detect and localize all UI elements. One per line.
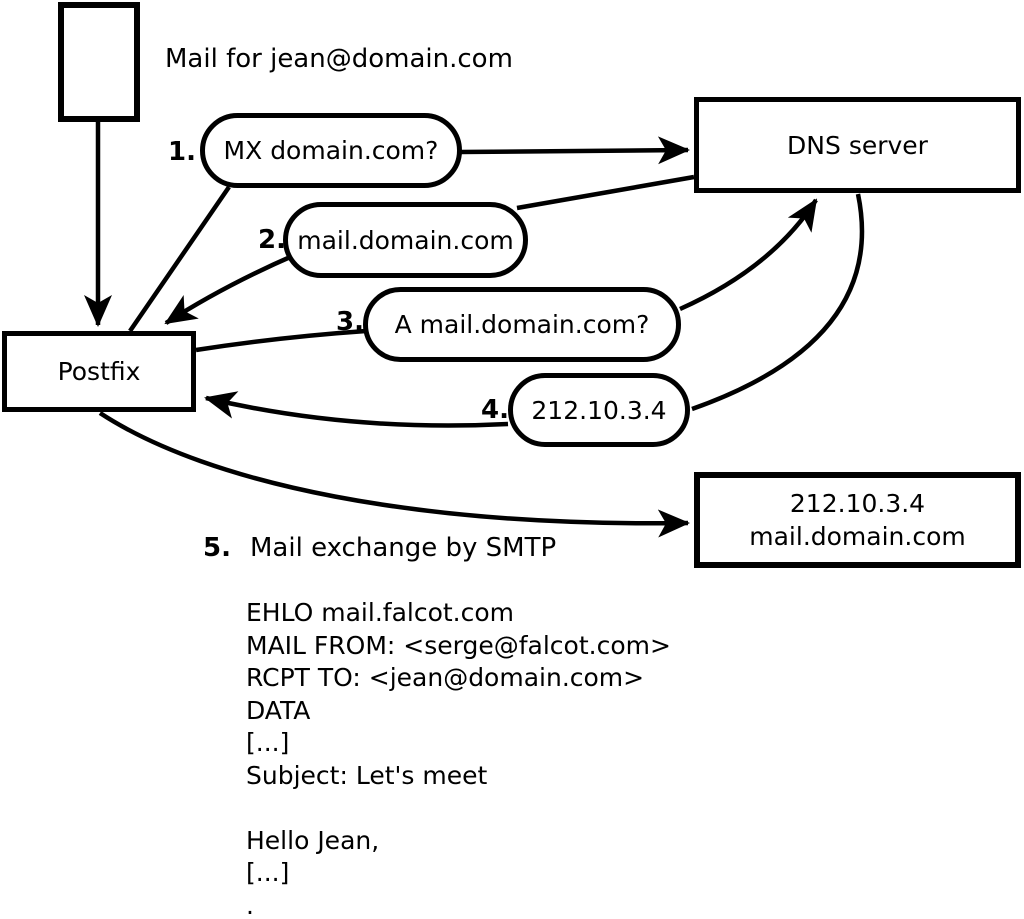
smtp-line-ellipsis-2: [...] <box>246 858 290 887</box>
step-2-number: 2. <box>258 225 286 255</box>
smtp-line-greeting: Hello Jean, <box>246 825 380 855</box>
mail-server-ip-label: 212.10.3.4 <box>789 489 926 518</box>
step-3-query-a-label: A mail.domain.com? <box>394 310 650 339</box>
smtp-line-data: DATA <box>246 695 311 725</box>
smtp-line-subject: Subject: Let's meet <box>246 760 488 790</box>
postfix-node-label: Postfix <box>57 357 141 386</box>
step-4-answer-a-pill: 212.10.3.4 <box>508 373 690 447</box>
dns-server-node: DNS server <box>694 97 1021 193</box>
smtp-line-ellipsis-1: [...] <box>246 728 290 757</box>
step-1-number: 1. <box>168 137 196 167</box>
mail-server-hostname-label: mail.domain.com <box>749 522 966 551</box>
smtp-line-blank <box>246 792 671 825</box>
line-dns-to-answer-mx <box>516 174 695 211</box>
step-2-answer-mx-label: mail.domain.com <box>297 225 514 255</box>
step-2-answer-mx-pill: mail.domain.com <box>283 202 528 278</box>
smtp-session-transcript: EHLO mail.falcot.com MAIL FROM: <serge@f… <box>246 597 671 919</box>
mail-server-node: 212.10.3.4 mail.domain.com <box>694 472 1021 568</box>
postfix-node: Postfix <box>2 331 196 412</box>
arrow-query-mx-to-dns <box>459 136 690 165</box>
step-5-number: 5. <box>203 533 231 563</box>
arrow-answer-mx-to-postfix <box>164 251 298 325</box>
line-postfix-to-query-a <box>195 328 367 353</box>
mail-message-icon <box>58 2 140 122</box>
step-3-query-a-pill: A mail.domain.com? <box>363 287 681 362</box>
dns-server-node-label: DNS server <box>787 130 928 160</box>
line-postfix-to-query-mx <box>128 185 231 333</box>
arrow-postfix-to-mailserver <box>98 411 690 538</box>
mail-for-label: Mail for jean@domain.com <box>165 44 513 74</box>
step-1-query-mx-label: MX domain.com? <box>223 136 439 165</box>
step-1-query-mx-pill: MX domain.com? <box>200 113 462 188</box>
step-3-number: 3. <box>336 307 364 337</box>
step-4-number: 4. <box>481 395 509 425</box>
step-4-answer-a-label: 212.10.3.4 <box>531 395 667 425</box>
arrow-answer-a-to-postfix <box>204 391 509 428</box>
smtp-line-mail-from: MAIL FROM: <serge@falcot.com> <box>246 630 671 660</box>
smtp-line-rcpt-to: RCPT TO: <jean@domain.com> <box>246 663 645 692</box>
smtp-line-terminator-dot: . <box>246 890 254 919</box>
line-dns-to-answer-a <box>691 193 865 412</box>
arrow-query-a-to-dns <box>679 198 818 312</box>
smtp-line-ehlo: EHLO mail.falcot.com <box>246 598 515 627</box>
step-5-label: Mail exchange by SMTP <box>250 533 557 563</box>
